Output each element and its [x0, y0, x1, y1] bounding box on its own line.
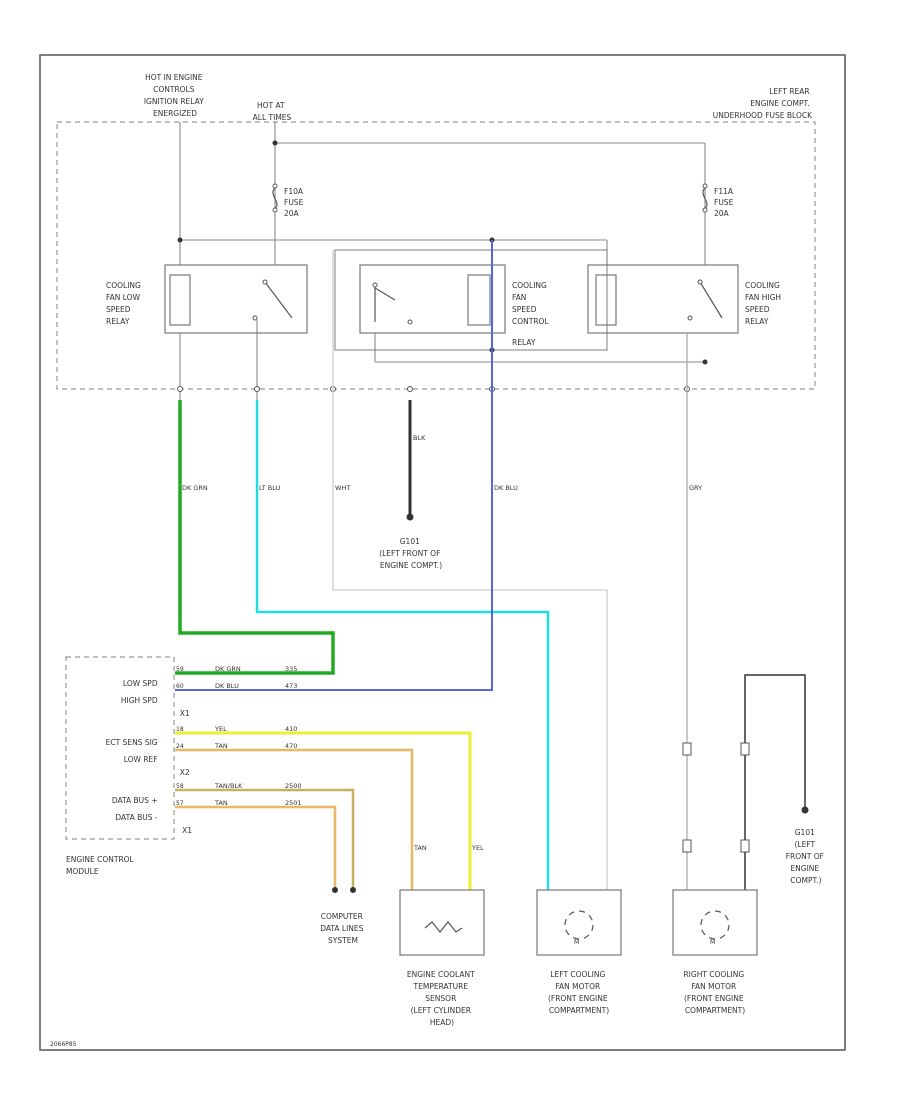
svg-text:ENGINE CONTROL MODULE: ENGINE CONTROL MODULE: [66, 855, 136, 876]
wire-dk-blu: [175, 240, 493, 691]
wire-label-lt-blu: LT BLU: [259, 484, 281, 492]
svg-text:LOW SPD HIGH SPD X: LOW SPD HIGH SPD X1 ECT SENS SIG LOW REF…: [106, 679, 193, 835]
wire-blk-right-fan: [744, 674, 806, 890]
svg-text:DK GRN DK BLU YEL: DK GRN DK BLU YEL TAN TAN/BLK TAN: [214, 665, 244, 807]
wire-label-dk-blu: DK BLU: [494, 484, 518, 492]
left-cooling-fan-motor: M LEFT COOLING FAN MOTOR (FRONT ENGINE C…: [536, 889, 622, 1015]
wire-lt-blu: [255, 400, 550, 890]
engine-coolant-temperature-sensor: ENGINE COOLANT TEMPERATURE SENSOR (LEFT …: [399, 889, 485, 1027]
footer-code: 2066P85: [50, 1041, 77, 1048]
ground-g101-right-label: G101 (LEFT FRONT OF ENGINE COMPT.): [786, 828, 827, 885]
svg-text:59 60 18 24: 59 60 18 24 58 57: [176, 666, 186, 807]
wire-wht: [332, 250, 608, 890]
right-cooling-fan-motor: M RIGHT COOLING FAN MOTOR (FRONT ENGINE …: [672, 889, 758, 1015]
svg-text:M: M: [574, 939, 579, 946]
diagram-frame: [39, 54, 846, 1051]
ground-g101-left-label: G101 (LEFT FRONT OF ENGINE COMPT.): [379, 537, 443, 570]
wire-label-gry: GRY: [689, 484, 702, 492]
wire-tan-2: [175, 805, 337, 890]
engine-control-module: LOW SPD HIGH SPD X1 ECT SENS SIG LOW REF…: [65, 656, 304, 876]
fuse-block-outline: [56, 121, 816, 390]
svg-text:LEFT COOLING FAN MOTOR: LEFT COOLING FAN MOTOR (FRONT ENGINE COM…: [548, 970, 610, 1015]
fuse-block-label: LEFT REAR ENGINE COMPT. UNDERHOOD FUSE B…: [713, 87, 813, 120]
wire-label-dk-grn: DK GRN: [182, 484, 208, 492]
inline-connectors: [682, 742, 750, 853]
wire-label-wht: WHT: [335, 484, 350, 492]
wire-label-tan: TAN: [413, 844, 427, 852]
svg-text:M: M: [710, 939, 715, 946]
computer-data-lines-label: COMPUTER DATA LINES SYSTEM: [320, 912, 366, 945]
wire-tanblk: [175, 788, 355, 890]
hot-in-engine-label: HOT IN ENGINE CONTROLS IGNITION RELAY EN…: [144, 73, 206, 118]
wire-tan: [175, 748, 414, 890]
wire-dk-grn: [175, 400, 335, 675]
svg-text:ENGINE COOLANT TEMPERATU: ENGINE COOLANT TEMPERATURE SENSOR (LEFT …: [407, 970, 477, 1027]
wire-label-blk: BLK: [413, 434, 426, 442]
svg-text:RIGHT COOLING FAN MOTOR: RIGHT COOLING FAN MOTOR (FRONT ENGINE CO…: [683, 970, 746, 1015]
svg-text:335 473 410: 335 473 410 470 2500 2501: [285, 665, 304, 807]
hot-at-all-times-label: HOT AT ALL TIMES: [253, 101, 292, 122]
wire-yel: [175, 731, 472, 890]
wire-label-yel: YEL: [471, 844, 484, 852]
